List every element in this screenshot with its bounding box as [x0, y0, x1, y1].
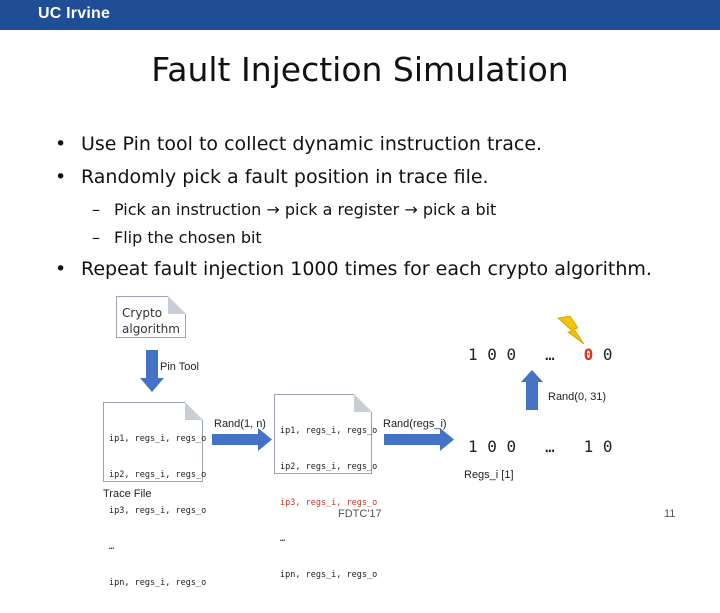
crypto-algorithm-note: Crypto algorithm — [116, 296, 186, 338]
right-arrow-rand1n-icon — [212, 428, 272, 451]
brand-logo: UC Irvine — [38, 5, 111, 22]
flipped-bit: 0 — [583, 345, 594, 364]
bottom-bit-string: 1 0 0 … 1 0 — [468, 437, 613, 456]
pin-tool-label: Pin Tool — [160, 361, 199, 373]
bullet-1: •Use Pin tool to collect dynamic instruc… — [55, 133, 543, 155]
page-fold-icon — [168, 296, 186, 314]
bullet-dot-icon: • — [55, 258, 67, 280]
page-number: 11 — [664, 508, 676, 520]
selected-instruction-note: ip1, regs_i, regs_o ip2, regs_i, regs_o … — [274, 394, 377, 580]
page-fold-icon — [185, 402, 203, 420]
down-arrow-pin-icon — [140, 350, 164, 392]
regs-label: Regs_i [1] — [464, 469, 514, 481]
subbullet-flip: –Flip the chosen bit — [92, 228, 262, 247]
rand-1n-label: Rand(1, n) — [214, 418, 266, 430]
rand-regs-label: Rand(regs_i) — [383, 418, 447, 430]
bullet-dot-icon: • — [55, 166, 67, 188]
up-arrow-rand031-icon — [521, 370, 543, 410]
trace-file-label: Trace File — [103, 488, 152, 500]
bullet-2: •Randomly pick a fault position in trace… — [55, 166, 489, 188]
footer-conference: FDTC'17 — [338, 508, 382, 520]
rand-031-label: Rand(0, 31) — [548, 391, 607, 403]
bullet-dot-icon: • — [55, 133, 67, 155]
slide-title: Fault Injection Simulation — [151, 50, 569, 89]
lightning-bolt-icon — [557, 315, 585, 345]
right-arrow-icon: → — [266, 200, 280, 219]
diagram-arrows — [140, 315, 585, 451]
subbullet-pick: –Pick an instruction → pick a register →… — [92, 200, 497, 219]
trace-file-note: ip1, regs_i, regs_o ip2, regs_i, regs_o … — [103, 402, 206, 588]
page-fold-icon — [354, 394, 372, 412]
header-bar: UC Irvine — [0, 0, 720, 30]
top-bit-string: 1 0 0 … 0 0 — [468, 345, 613, 364]
right-arrow-randregs-icon — [384, 428, 454, 451]
right-arrow-icon: → — [404, 200, 418, 219]
bullet-3: •Repeat fault injection 1000 times for e… — [55, 258, 652, 280]
